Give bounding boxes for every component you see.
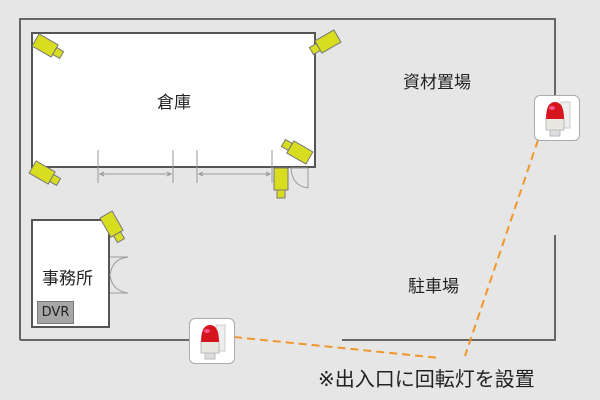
rotating-lamp-icon: [189, 318, 235, 364]
camera-icon: [28, 160, 62, 187]
camera-icon: [280, 138, 314, 165]
warehouse-label: 倉庫: [157, 93, 191, 113]
office-label: 事務所: [42, 269, 93, 289]
dimension-lines: [97, 150, 273, 183]
site-boundary: [19, 18, 556, 341]
materials-yard-label: 資材置場: [403, 73, 471, 93]
parking-label: 駐車場: [408, 277, 459, 297]
installation-note: ※出入口に回転灯を設置: [318, 367, 535, 391]
camera-icon: [308, 29, 342, 56]
camera-icon: [273, 167, 289, 199]
rotating-lamp-icon: [534, 95, 580, 141]
warehouse-building: [31, 32, 316, 168]
lamp-connection-lines: [233, 139, 539, 359]
warehouse-door: [290, 167, 309, 189]
camera-icon: [31, 33, 65, 60]
office-door: [109, 256, 129, 294]
dvr-badge: DVR: [37, 301, 74, 324]
camera-icon: [99, 210, 126, 244]
